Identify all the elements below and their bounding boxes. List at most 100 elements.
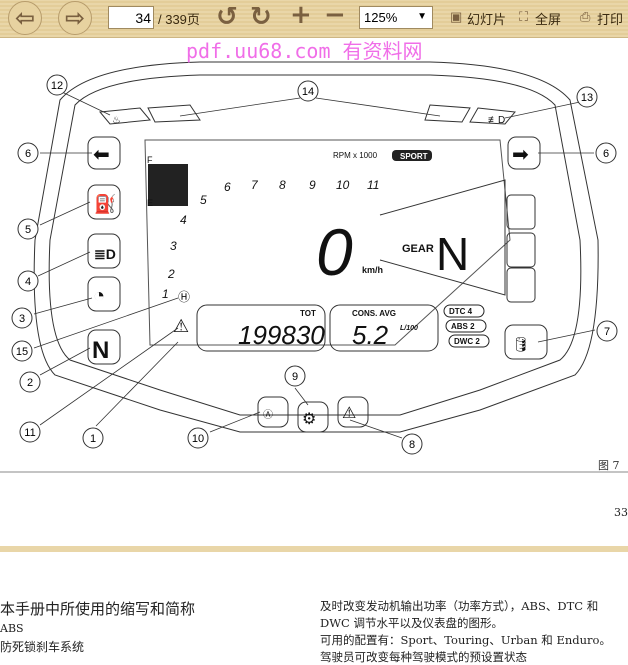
callout-number: 1 xyxy=(90,433,96,445)
page-separator xyxy=(0,546,628,552)
slideshow-icon: ▣ xyxy=(450,9,463,24)
toolbar: ⇦ ⇨ / 339页 ↺ ↻ + − 125%▼ ▣ 幻灯片 ⛶ 全屏 ⎙ 打印 xyxy=(0,0,628,38)
body-line: 驾驶员可改变每种驾驶模式的预设置状态 xyxy=(320,650,527,664)
watermark: pdf.uu68.com 有资料网 xyxy=(186,40,423,63)
figure-caption: 图 7 xyxy=(598,459,620,472)
callout-number: 15 xyxy=(16,346,28,358)
callout-number: 7 xyxy=(604,326,610,338)
tach-number: 7 xyxy=(251,178,259,192)
callout-number: 5 xyxy=(25,224,31,236)
callout-circle xyxy=(401,433,423,455)
fuel-full-label: F xyxy=(147,155,153,165)
callout-circle xyxy=(19,371,41,393)
callout-number: 11 xyxy=(24,427,35,439)
turn-left-icon: ⬅ xyxy=(93,144,110,166)
fog-light-icon: ≢D xyxy=(488,115,505,126)
callout-circle xyxy=(19,421,41,443)
chevron-down-icon: ▼ xyxy=(417,11,427,22)
callout-number: 14 xyxy=(302,86,314,98)
speedometer-icon: ◔ xyxy=(93,285,105,307)
callout-number: 6 xyxy=(25,148,31,160)
dwc-level: DWC 2 xyxy=(454,337,480,346)
page-number-input[interactable] xyxy=(108,6,154,29)
callout-circle xyxy=(11,340,33,362)
abs-level: ABS 2 xyxy=(451,322,475,331)
fuel-empty-label: E xyxy=(147,198,153,208)
zoom-select[interactable]: 125% ▼ xyxy=(359,6,433,29)
callout-number: 12 xyxy=(51,80,63,92)
print-icon: ⎙ xyxy=(580,9,591,24)
odo-label: TOT xyxy=(300,309,316,318)
callout-circle xyxy=(46,74,68,96)
callout-number: 2 xyxy=(27,377,33,389)
tach-number: 3 xyxy=(170,239,177,253)
cons-label: CONS. AVG xyxy=(352,309,396,318)
callout-circle xyxy=(82,427,104,449)
fuel-icon: ⛽ xyxy=(94,193,116,214)
tach-number: 9 xyxy=(309,178,316,192)
engine-check-icon: ⚙ xyxy=(302,411,316,428)
gear-value: N xyxy=(436,228,469,280)
callout-number: 13 xyxy=(581,92,593,104)
page-number: 33 xyxy=(614,506,628,519)
heated-seat-icon: ♨ xyxy=(112,115,121,126)
speed-value: 0 xyxy=(316,215,353,289)
callout-circle xyxy=(595,142,617,164)
rotate-right-icon[interactable]: ↻ xyxy=(250,2,272,32)
callout-circle xyxy=(596,320,618,342)
tach-number: 11 xyxy=(367,178,379,192)
tach-number: 1 xyxy=(162,287,169,301)
callout-number: 6 xyxy=(603,148,609,160)
heated-grip-icon: Ⓗ xyxy=(178,290,190,304)
forward-button[interactable]: ⇨ xyxy=(58,1,92,35)
neutral-icon: N xyxy=(92,337,109,364)
fullscreen-button[interactable]: 全屏 xyxy=(535,12,562,27)
tach-number: 8 xyxy=(279,178,286,192)
callout-circle xyxy=(576,86,598,108)
callout-circle xyxy=(284,365,306,387)
speed-unit: km/h xyxy=(362,265,383,275)
callout-circle xyxy=(297,80,319,102)
rotate-left-icon[interactable]: ↺ xyxy=(216,2,238,32)
callout-circle xyxy=(17,142,39,164)
zoom-in-icon[interactable]: + xyxy=(290,0,312,30)
callout-circle xyxy=(11,307,33,329)
page-total: / 339页 xyxy=(158,12,200,27)
cons-value: 5.2 xyxy=(352,320,389,350)
headlight-icon: ≣D xyxy=(94,246,116,262)
rpm-label: RPM x 1000 xyxy=(333,151,378,160)
tach-number: 10 xyxy=(336,178,350,192)
turn-right-icon: ➡ xyxy=(512,144,529,166)
mode-badge: SPORT xyxy=(400,152,428,161)
slideshow-button[interactable]: 幻灯片 xyxy=(467,12,507,27)
body-line: 及时改变发动机输出功率（功率方式），ABS、DTC 和 xyxy=(320,599,599,613)
warning-icon: ⚠ xyxy=(173,316,189,336)
abbr-desc: 防死锁刹车系统 xyxy=(0,640,85,654)
callout-circle xyxy=(17,270,39,292)
back-button[interactable]: ⇦ xyxy=(8,1,42,35)
alert-icon: ⚠ xyxy=(342,405,356,422)
arrow-left-icon: ⇦ xyxy=(14,4,36,32)
arrow-right-icon: ⇨ xyxy=(64,4,86,32)
print-button[interactable]: 打印 xyxy=(597,12,624,27)
abbr-term: ABS xyxy=(0,622,24,635)
tach-number: 2 xyxy=(167,267,175,281)
zoom-value: 125% xyxy=(364,10,398,25)
tach-number: 6 xyxy=(224,180,231,194)
callout-number: 10 xyxy=(192,433,204,445)
zoom-out-icon[interactable]: − xyxy=(324,0,346,30)
cons-unit: L/100 xyxy=(400,325,418,332)
section-heading: 本手册中所使用的缩写和简称 xyxy=(0,600,196,618)
abs-icon: Ⓐ xyxy=(263,409,273,421)
odo-value: 199830 xyxy=(238,320,325,350)
body-line: DWC 调节水平以及仪表盘的图形。 xyxy=(320,616,503,630)
body-line: 可用的配置有：Sport、Touring、Urban 和 Enduro。 xyxy=(320,633,611,647)
gear-label: GEAR xyxy=(402,243,434,255)
callout-number: 8 xyxy=(409,439,415,451)
oil-pressure-icon: 🛢 xyxy=(512,336,530,352)
tach-number: 5 xyxy=(200,193,207,207)
tach-number: 4 xyxy=(180,213,187,227)
callout-circle xyxy=(187,427,209,449)
callout-number: 3 xyxy=(19,313,25,325)
dashboard-figure: F E RPM x 1000 SPORT 1 2 3 4 5 6 7 8 9 1… xyxy=(0,40,628,473)
